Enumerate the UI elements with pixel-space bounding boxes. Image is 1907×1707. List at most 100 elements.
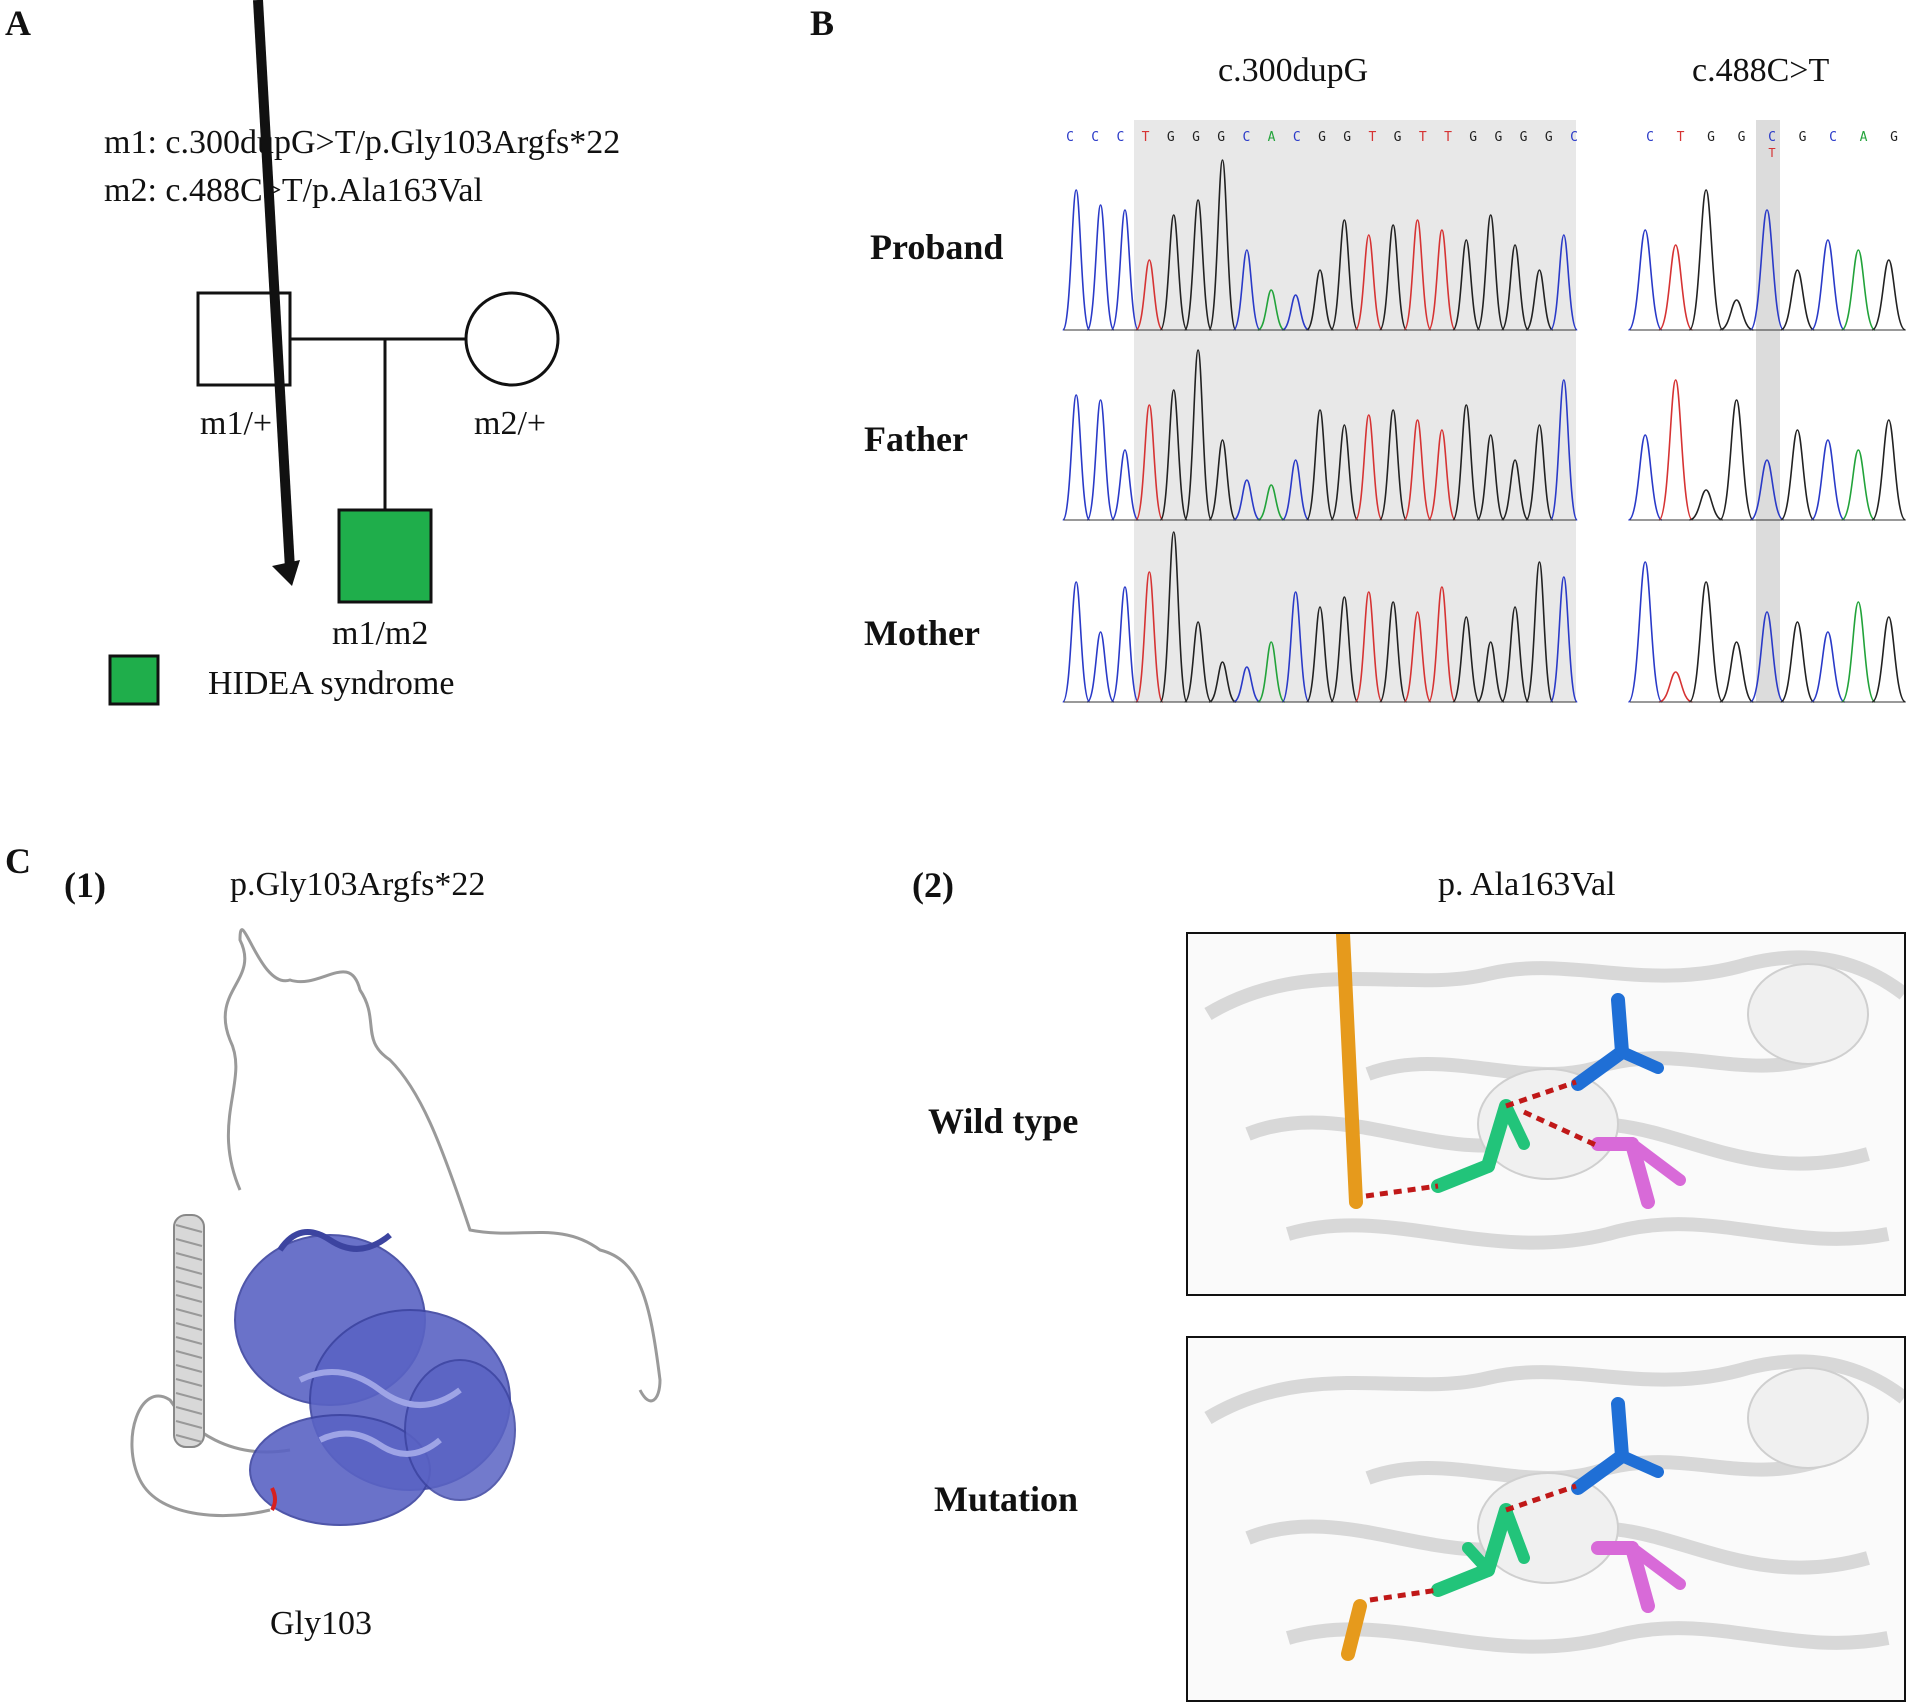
sub1-label: (1) <box>64 865 106 905</box>
trace-peak <box>1658 671 1693 703</box>
col2-base-call: T <box>1677 130 1685 145</box>
trace-peak <box>1452 616 1481 703</box>
col2-base-call: G <box>1890 130 1898 145</box>
proband-symbol <box>337 508 433 604</box>
trace-peak <box>1719 399 1755 521</box>
legend-affected-swatch <box>108 654 160 706</box>
trace-peak <box>1281 591 1310 703</box>
trace-peak <box>1658 379 1694 521</box>
trace-peak <box>1871 259 1906 331</box>
trace-peak <box>1354 591 1383 703</box>
trace-peak <box>1378 224 1408 331</box>
col1-title: c.300dupG <box>1218 52 1369 89</box>
trace-peak <box>1688 189 1724 331</box>
row-label-mother: Mother <box>864 613 980 653</box>
trace-peak <box>1627 561 1663 703</box>
trace-peak <box>1688 581 1724 703</box>
trace-peak <box>1086 399 1115 521</box>
col2-title: c.488C>T <box>1692 52 1830 89</box>
trace-peak <box>1810 239 1846 331</box>
trace-peak <box>1208 159 1237 331</box>
trace-peak <box>1500 244 1530 331</box>
col1-base-call: C <box>1091 130 1099 145</box>
m2-variant-text: m2: c.488C>T/p.Ala163Val <box>104 172 483 209</box>
col1-base-call: T <box>1142 130 1150 145</box>
gly103-marker <box>270 1487 277 1512</box>
trace-peak <box>1452 239 1481 331</box>
helix-stripe <box>175 1336 203 1345</box>
trace-peak <box>1062 581 1091 703</box>
trace-peak <box>1549 234 1578 331</box>
helix-stripe <box>175 1392 203 1401</box>
col1-base-call: A <box>1268 130 1276 145</box>
trace-peak <box>1810 631 1846 703</box>
father-genotype: m1/+ <box>200 405 273 442</box>
trace-peak <box>1183 349 1213 521</box>
trace-peak <box>1110 449 1140 521</box>
trace-peak <box>1305 269 1335 331</box>
helix-stripe <box>175 1378 203 1387</box>
trace-peak <box>1330 424 1359 521</box>
trace-peak <box>1305 409 1335 521</box>
trace-peak <box>1110 586 1140 703</box>
col1-base-call: T <box>1419 130 1427 145</box>
helix-segment <box>173 1214 205 1448</box>
trace-peak <box>1719 299 1754 331</box>
trace-peak <box>1476 214 1505 331</box>
col2-alt-base: T <box>1768 146 1775 160</box>
legend-label: HIDEA syndrome <box>208 665 455 702</box>
trace-peak <box>1840 601 1876 703</box>
trace-peak <box>1779 429 1815 521</box>
trace-peak <box>1525 424 1554 521</box>
trace-peak <box>1749 459 1785 521</box>
proband-arrow-icon <box>253 0 300 586</box>
trace-peak <box>1354 234 1383 331</box>
panel-a-label: A <box>5 3 31 43</box>
trace-peak <box>1330 596 1359 703</box>
mutation-label: Mutation <box>934 1479 1078 1519</box>
helix-stripe <box>175 1238 203 1247</box>
trace-peak <box>1452 404 1481 521</box>
trace-peak <box>1135 404 1164 521</box>
trace-peak <box>1658 244 1694 331</box>
chromatogram-traces <box>1062 159 1907 703</box>
trace-peak <box>1354 414 1383 521</box>
hbond-lines <box>1365 1079 1600 1199</box>
helix-stripe <box>175 1252 203 1261</box>
trace-peak <box>1233 479 1261 521</box>
sub2-label: (2) <box>912 865 954 905</box>
trace-peak <box>1476 434 1505 521</box>
helix-stripe <box>175 1350 203 1359</box>
trace-peak <box>1841 449 1876 521</box>
helix-stripe <box>175 1420 203 1429</box>
trace-peak <box>1476 641 1505 703</box>
trace-peak <box>1208 661 1237 703</box>
mother-genotype: m2/+ <box>474 405 547 442</box>
trace-peak <box>1427 429 1457 521</box>
wild-type-structure-box <box>1186 932 1906 1296</box>
col1-base-call: C <box>1116 130 1124 145</box>
helix-stripe <box>175 1294 203 1303</box>
trace-peak <box>1257 641 1286 703</box>
trace-peak <box>1871 616 1907 703</box>
trace-peak <box>1305 606 1335 703</box>
col1-base-call: G <box>1394 130 1402 145</box>
col1-base-call: G <box>1167 130 1175 145</box>
trace-peak <box>1378 409 1408 521</box>
col2-base-call: C <box>1646 130 1654 145</box>
trace-peak <box>1110 209 1140 331</box>
trace-peak <box>1159 389 1188 521</box>
trace-peak <box>1525 269 1554 331</box>
trace-peak <box>1281 459 1310 521</box>
trace-peak <box>1086 631 1115 703</box>
trace-peak <box>1135 571 1164 703</box>
col1-base-call: T <box>1368 130 1376 145</box>
helix-stripe <box>175 1322 203 1331</box>
wild-type-label: Wild type <box>928 1101 1079 1141</box>
protein-structure-image <box>130 928 662 1526</box>
col1-base-call: C <box>1570 130 1578 145</box>
dup-highlight-region <box>1134 120 1576 702</box>
col1-base-call: G <box>1318 130 1326 145</box>
